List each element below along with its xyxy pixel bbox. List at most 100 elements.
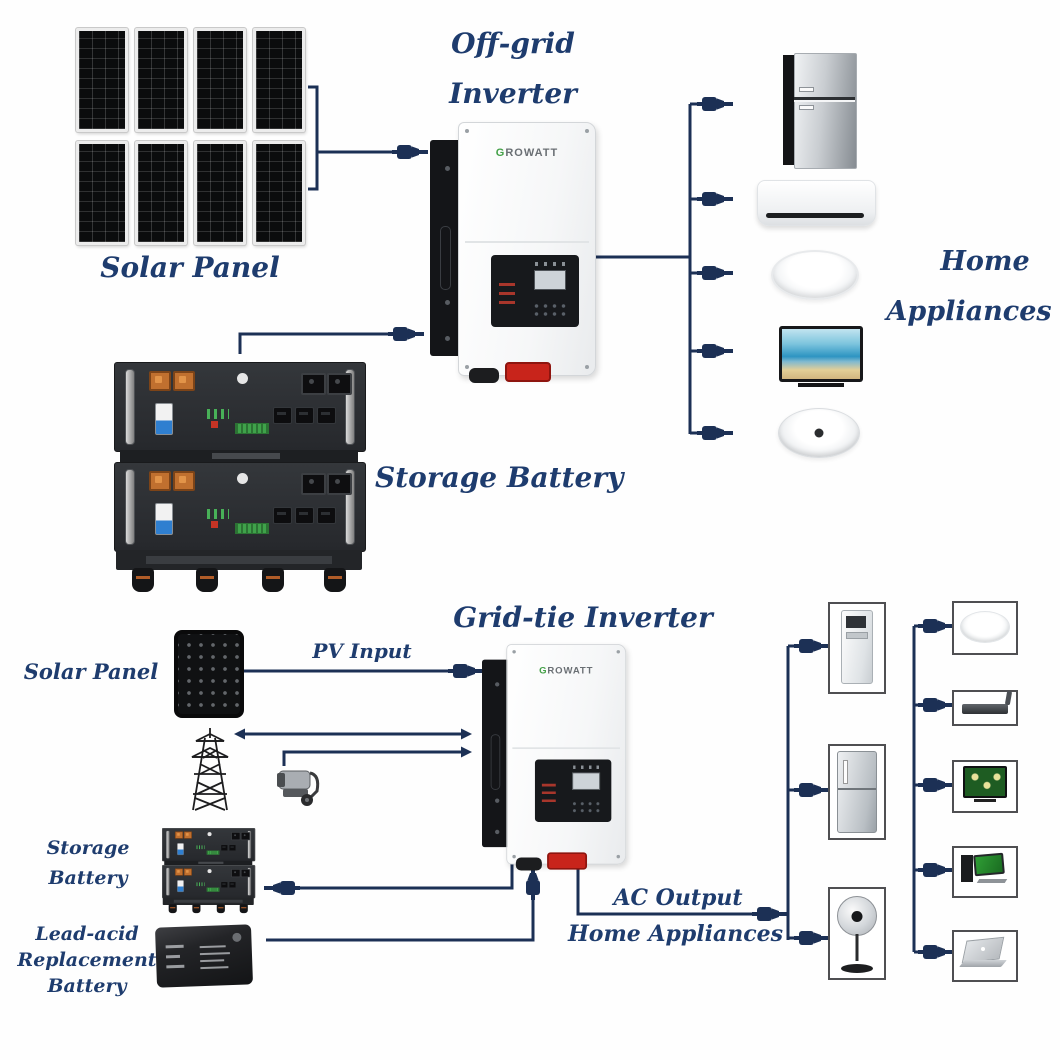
wire-ac-output bbox=[576, 864, 752, 916]
mc4-plug-icon bbox=[264, 881, 300, 895]
mc4-plug-icon bbox=[794, 931, 830, 945]
arrow-right-icon bbox=[461, 746, 472, 758]
bracket-slot bbox=[490, 734, 501, 790]
mc4-plug-icon bbox=[918, 945, 954, 959]
air-conditioner-icon bbox=[757, 180, 876, 226]
solar-panel-label-bottom: Solar Panel bbox=[23, 659, 159, 684]
grid-tie-inverter-unit: GROWATT bbox=[482, 644, 627, 871]
storage-battery-label-line1: Storage bbox=[46, 837, 130, 859]
home-appliances-label-top-2: Appliances bbox=[886, 296, 1052, 327]
offgrid-title-line2: Inverter bbox=[449, 77, 577, 110]
wire-generator-line bbox=[282, 750, 461, 766]
growatt-logo: GROWATT bbox=[495, 147, 559, 159]
inverter-display bbox=[534, 270, 566, 290]
ceiling-light-icon bbox=[771, 250, 859, 300]
solar-panel-icon bbox=[194, 28, 246, 132]
storage-battery-label-bottom: Storage Battery bbox=[38, 837, 138, 890]
stack-gap bbox=[120, 450, 358, 462]
breaker-switch bbox=[155, 503, 173, 535]
inverter-control-panel bbox=[491, 255, 579, 327]
cable-gland bbox=[469, 368, 499, 383]
power-terminal-icon bbox=[301, 473, 326, 495]
mc4-plug-icon bbox=[918, 778, 954, 792]
appliance-box bbox=[952, 760, 1018, 813]
cable-gland bbox=[515, 857, 542, 871]
appliance-box bbox=[828, 744, 886, 840]
growatt-logo: GROWATT bbox=[539, 665, 594, 677]
bracket-slot bbox=[440, 226, 451, 290]
inverter-body: GROWATT bbox=[458, 122, 596, 383]
mc4-plug-icon bbox=[448, 664, 484, 678]
comm-port-icon bbox=[295, 507, 314, 524]
solar-panel-icon bbox=[194, 141, 246, 245]
battery-module bbox=[162, 865, 256, 899]
orange-terminal-icon bbox=[149, 471, 171, 491]
appliance-box bbox=[828, 887, 886, 980]
power-terminal-icon bbox=[301, 373, 326, 395]
appliance-box bbox=[952, 846, 1018, 898]
pv-input-label: PV Input bbox=[312, 639, 412, 663]
body-seam bbox=[512, 747, 621, 750]
wire-leadacid-line bbox=[266, 900, 535, 942]
lead-acid-battery-icon bbox=[154, 924, 254, 988]
keypad-buttons bbox=[570, 800, 602, 815]
gridtie-title: Grid-tie Inverter bbox=[453, 601, 713, 634]
small-storage-battery-unit bbox=[162, 828, 256, 914]
inverter-control-panel bbox=[534, 759, 612, 822]
mc4-plug-icon bbox=[918, 619, 954, 633]
red-connector bbox=[505, 362, 551, 382]
power-grid-tower-icon bbox=[191, 728, 229, 811]
battery-module bbox=[114, 362, 366, 452]
solar-panel-icon bbox=[76, 28, 128, 132]
mc4-plug-icon bbox=[388, 327, 424, 341]
red-connector bbox=[547, 852, 588, 870]
comm-port-icon bbox=[295, 407, 314, 424]
water-dispenser-icon bbox=[841, 610, 873, 684]
inverter-display bbox=[572, 772, 601, 790]
body-seam bbox=[465, 241, 589, 243]
caster-foot-icon bbox=[132, 568, 154, 592]
ceiling-fan-icon bbox=[778, 408, 860, 458]
desktop-computer-icon bbox=[954, 848, 1016, 896]
solar-panel-icon bbox=[253, 141, 305, 245]
storage-battery-unit bbox=[114, 362, 366, 594]
ceiling-light-icon bbox=[960, 611, 1010, 643]
keypad-buttons bbox=[532, 302, 568, 318]
appliance-box bbox=[952, 930, 1018, 982]
mc4-plug-icon bbox=[697, 426, 733, 440]
caster-foot-icon bbox=[196, 568, 218, 592]
lead-acid-label-line1: Lead-acid bbox=[35, 923, 139, 945]
appliance-box bbox=[952, 690, 1018, 726]
solar-panel-icon bbox=[253, 28, 305, 132]
arrow-right-icon bbox=[461, 728, 472, 740]
caster-foot-icon bbox=[262, 568, 284, 592]
comm-port-icon bbox=[317, 407, 336, 424]
battery-module bbox=[114, 462, 366, 552]
wires-group bbox=[238, 85, 918, 954]
generator-icon bbox=[277, 770, 320, 806]
refrigerator-icon bbox=[783, 53, 857, 169]
comm-port-icon bbox=[273, 507, 292, 524]
battery-base bbox=[116, 550, 362, 570]
wire-storage-line bbox=[300, 864, 514, 890]
orange-terminal-icon bbox=[173, 471, 195, 491]
status-leds bbox=[541, 783, 556, 805]
wire-panel-bracket bbox=[308, 85, 319, 191]
mc4-plug-icon bbox=[918, 698, 954, 712]
dvd-player-icon bbox=[962, 704, 1008, 714]
ac-output-label: AC Output bbox=[613, 885, 743, 911]
lead-acid-label: Lead-acid Replacement Battery bbox=[12, 923, 162, 998]
refrigerator-icon bbox=[837, 751, 877, 833]
storage-battery-label-top: Storage Battery bbox=[375, 461, 624, 494]
mc4-plug-icon bbox=[794, 783, 830, 797]
solar-panel-icon bbox=[174, 630, 244, 718]
caster-foot-icon bbox=[324, 568, 346, 592]
power-terminal-icon bbox=[327, 373, 352, 395]
offgrid-title-line1: Off-grid bbox=[451, 27, 575, 60]
tv-icon bbox=[779, 326, 863, 382]
off-grid-inverter-unit: GROWATT bbox=[430, 122, 596, 383]
lead-acid-label-line2: Replacement bbox=[17, 948, 157, 971]
stand-fan-icon bbox=[830, 889, 884, 978]
tv-icon bbox=[963, 766, 1007, 798]
